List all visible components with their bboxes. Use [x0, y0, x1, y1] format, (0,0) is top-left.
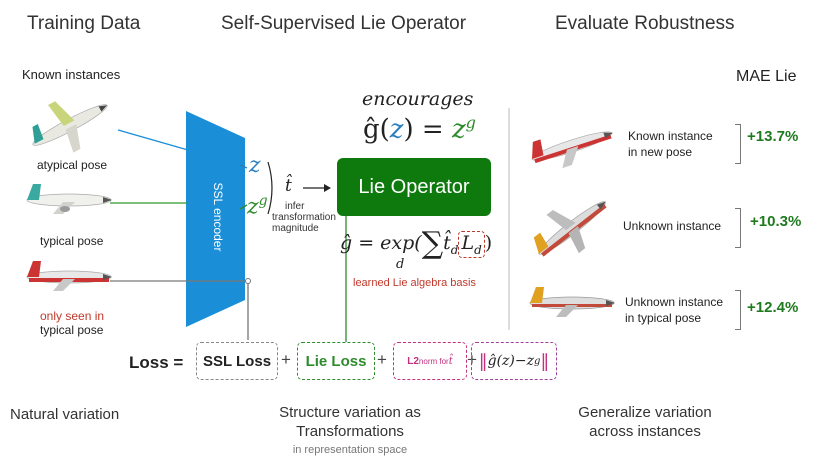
ssl-loss-box: SSL Loss: [196, 342, 278, 380]
junction-dot: [245, 278, 251, 284]
eval-row-1-text: Known instance in new pose: [628, 128, 713, 160]
norm-text: ĝ(z)−z: [487, 353, 534, 369]
eval-row-2-pct: +10.3%: [750, 213, 802, 230]
formula-t: t̂: [443, 232, 451, 254]
infer-line2: transformation: [272, 212, 336, 223]
line-plane1-encoder: [117, 129, 189, 151]
formula-td: d: [450, 242, 459, 257]
eq-zg-sup: g: [465, 113, 476, 132]
generalize-line2: across instances: [589, 423, 701, 440]
formula-sum: ∑: [421, 226, 444, 261]
eval-row-3-text: Unknown instance in typical pose: [625, 294, 723, 326]
structure-variation-text: Structure variation as Transformations i…: [240, 403, 460, 460]
eval-bracket-1: [735, 124, 741, 164]
formula-L-box: Ld: [458, 231, 485, 258]
encourages-label: encourages: [362, 88, 474, 110]
formula-left: ĝ = exp(: [340, 232, 422, 254]
t-hat-symbol: t̂: [285, 176, 292, 196]
mae-lie-label: MAE Lie: [736, 68, 797, 85]
header-training-data: Training Data: [27, 13, 141, 34]
airplane-icon: [533, 201, 607, 257]
ssl-encoder-shape: [186, 111, 245, 327]
infer-label: infer transformation magnitude: [272, 201, 336, 234]
airplane-icon: [531, 131, 613, 169]
header-lie-operator: Self-Supervised Lie Operator: [221, 13, 467, 34]
lie-operator-box: Lie Operator: [337, 158, 491, 216]
airplane-icon: [26, 261, 112, 291]
airplane-icon: [26, 184, 112, 214]
header-evaluate: Evaluate Robustness: [555, 13, 735, 34]
encourage-equation: ĝ(z) = zg: [363, 113, 476, 145]
lie-operator-label: Lie Operator: [358, 175, 470, 198]
lie-loss-label: Lie Loss: [305, 352, 367, 370]
eq-z: z: [389, 114, 404, 145]
airplane-icon: [32, 101, 108, 153]
infer-line3: magnitude: [272, 223, 319, 234]
formula-close: ): [484, 232, 493, 254]
only-seen-label-line1: only seen in: [40, 309, 105, 323]
z-output: z: [249, 153, 261, 178]
arrow-head: [324, 184, 331, 192]
structure-line1: Structure variation as: [279, 404, 421, 421]
encoder-output-bracket: [267, 161, 273, 215]
l2-label: L2: [407, 355, 419, 367]
formula-sum-sub: d: [396, 257, 405, 272]
l2-norm-for: norm for: [418, 356, 449, 366]
arrow-zg: [239, 204, 248, 210]
natural-variation-label: Natural variation: [10, 406, 120, 423]
only-seen-label-line2: typical pose: [40, 323, 104, 337]
eq-zg: z: [451, 114, 466, 145]
ssl-loss-label: SSL Loss: [202, 352, 272, 370]
eq-right: ) =: [403, 114, 452, 145]
l2-norm-box: L2 norm for t̂: [393, 342, 467, 380]
norm-sup: g: [533, 355, 541, 367]
eq-left: ĝ(: [363, 114, 390, 145]
zg-base: z: [247, 194, 259, 220]
zg-output: zg: [247, 193, 268, 219]
atypical-pose-label: atypical pose: [37, 158, 108, 172]
loss-label: Loss =: [129, 353, 184, 372]
airplane-icon: [529, 287, 615, 317]
eval-row-1-line2: in new pose: [628, 145, 693, 159]
norm-bar-left: ‖: [478, 350, 488, 372]
formula-L: L: [461, 232, 475, 254]
eval-bracket-2: [735, 208, 741, 248]
arrow-z: [239, 164, 248, 169]
basis-label: learned Lie algebra basis: [353, 277, 476, 289]
generalize-text: Generalize variation across instances: [560, 403, 730, 441]
plus-1: +: [281, 350, 291, 369]
eval-row-2-line1: Unknown instance: [623, 219, 722, 233]
eval-row-2-text: Unknown instance: [623, 218, 721, 234]
known-instances-label: Known instances: [22, 67, 121, 82]
l2-that: t̂: [448, 355, 453, 367]
eval-row-1-line1: Known instance: [628, 129, 713, 143]
typical-pose-label: typical pose: [40, 234, 104, 248]
infer-line1: infer: [285, 201, 305, 212]
formula-Ld: d: [474, 242, 482, 257]
eval-row-3-pct: +12.4%: [747, 299, 799, 316]
lie-loss-box: Lie Loss: [297, 342, 375, 380]
ssl-encoder-label: SSL encoder: [211, 182, 225, 252]
zg-sup: g: [258, 193, 268, 209]
eval-row-3-line1: Unknown instance: [625, 295, 724, 309]
eval-bracket-3: [735, 290, 741, 330]
structure-line3: in representation space: [292, 444, 408, 456]
eval-row-1-pct: +13.7%: [747, 128, 799, 145]
structure-line2: Transformations: [296, 423, 404, 440]
generalize-line1: Generalize variation: [578, 404, 712, 421]
plus-2: +: [377, 350, 387, 369]
norm-bar-right: ‖: [540, 350, 550, 372]
eval-row-3-line2: in typical pose: [625, 311, 702, 325]
